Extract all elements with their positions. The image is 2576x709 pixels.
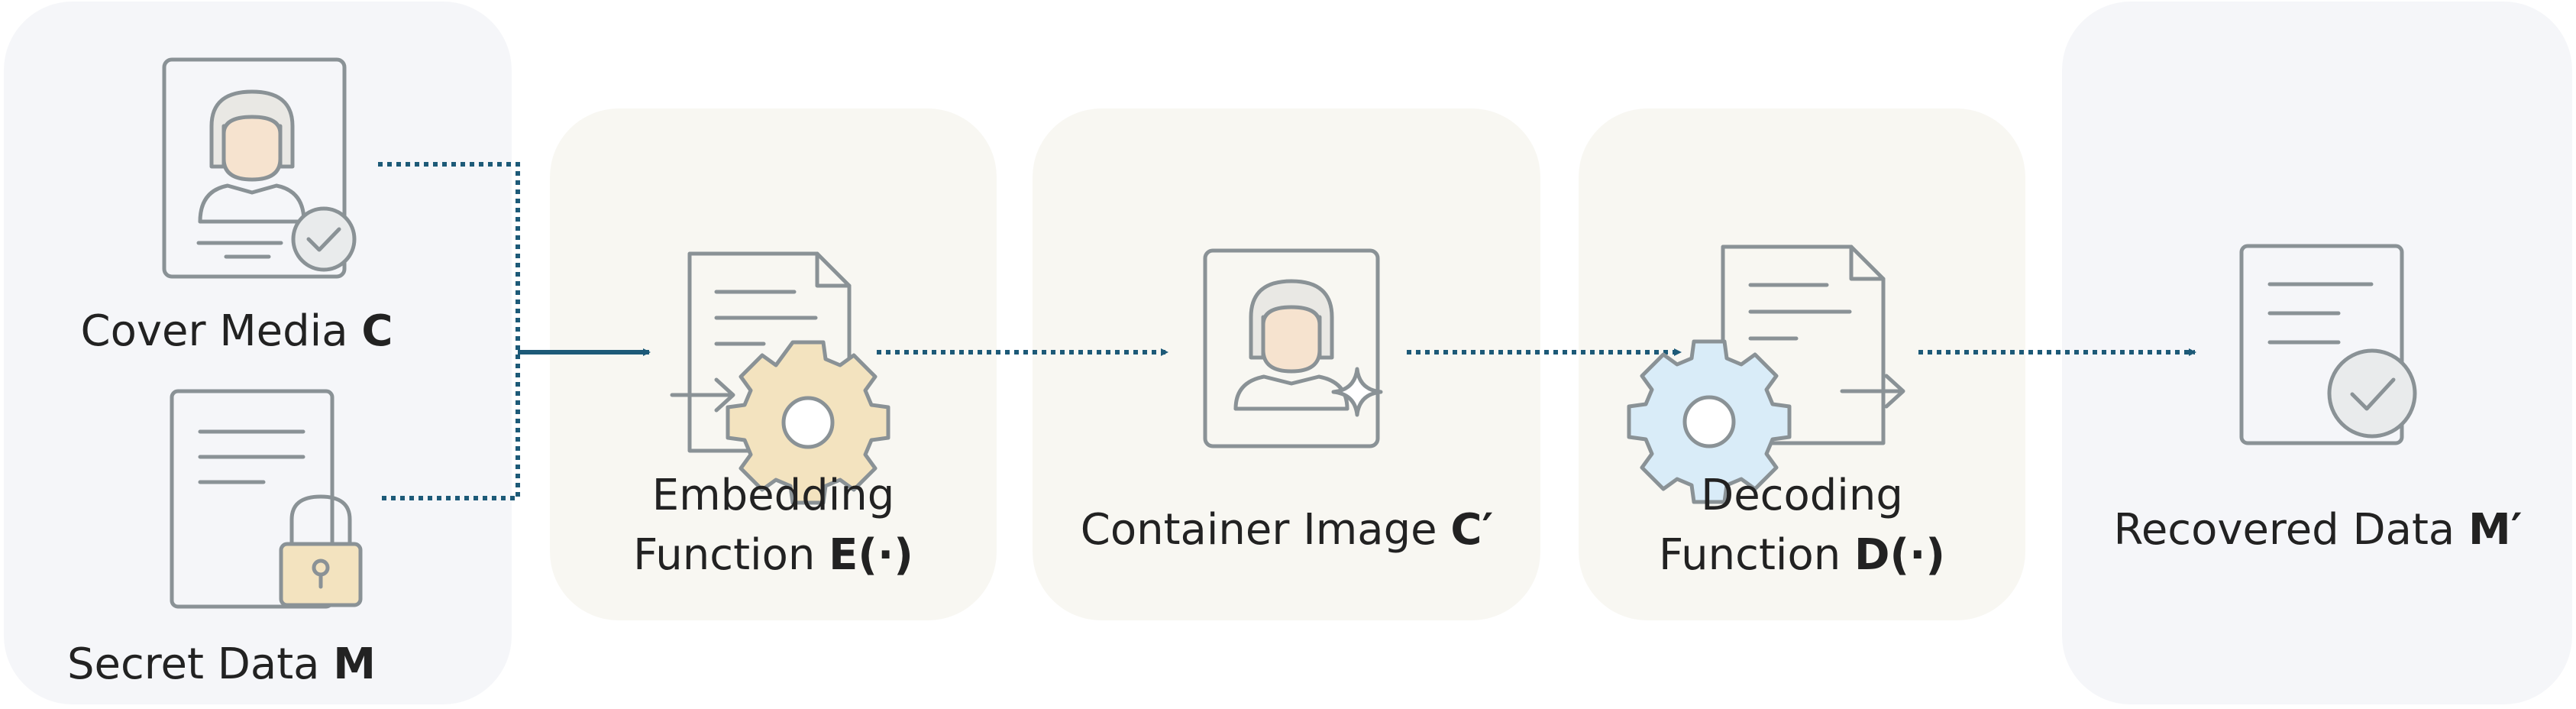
container-image-symbol: C′	[1450, 505, 1494, 555]
embedding-function-symbol: E(·)	[829, 530, 913, 580]
embedding-function-label: Embedding Function E(·)	[565, 466, 981, 585]
portrait-check-icon	[162, 57, 357, 279]
cover-media-text: Cover Media	[80, 306, 362, 356]
cover-media-symbol: C	[361, 306, 393, 356]
decoding-function-symbol: D(·)	[1854, 530, 1945, 580]
embedding-function-line2: Function E(·)	[565, 526, 981, 585]
secret-data-text: Secret Data	[66, 639, 334, 689]
recovered-data-text: Recovered Data	[2113, 505, 2469, 555]
document-lock-icon	[170, 389, 363, 609]
recovered-data-label: Recovered Data M′	[2073, 500, 2562, 560]
output-panel	[2062, 2, 2572, 704]
decoding-function-line1: Decoding	[1701, 471, 1903, 520]
portrait-sparkle-icon	[1203, 248, 1383, 448]
cover-media-label: Cover Media C	[31, 302, 443, 361]
merge-connector	[378, 162, 520, 500]
embedding-function-text: Function	[633, 530, 829, 580]
container-image-text: Container Image	[1080, 505, 1451, 555]
document-check-icon	[2239, 244, 2417, 445]
document-gear-input-icon	[670, 251, 890, 505]
embedding-function-line1: Embedding	[651, 471, 895, 520]
document-gear-output-icon	[1627, 244, 1905, 504]
secret-data-label: Secret Data M	[31, 635, 412, 694]
decoding-function-label: Decoding Function D(·)	[1594, 466, 2010, 585]
secret-data-symbol: M	[333, 639, 377, 689]
decoding-function-text: Function	[1659, 530, 1855, 580]
recovered-data-symbol: M′	[2468, 505, 2523, 555]
decoding-function-line2: Function D(·)	[1594, 526, 2010, 585]
container-image-label: Container Image C′	[1046, 500, 1527, 560]
